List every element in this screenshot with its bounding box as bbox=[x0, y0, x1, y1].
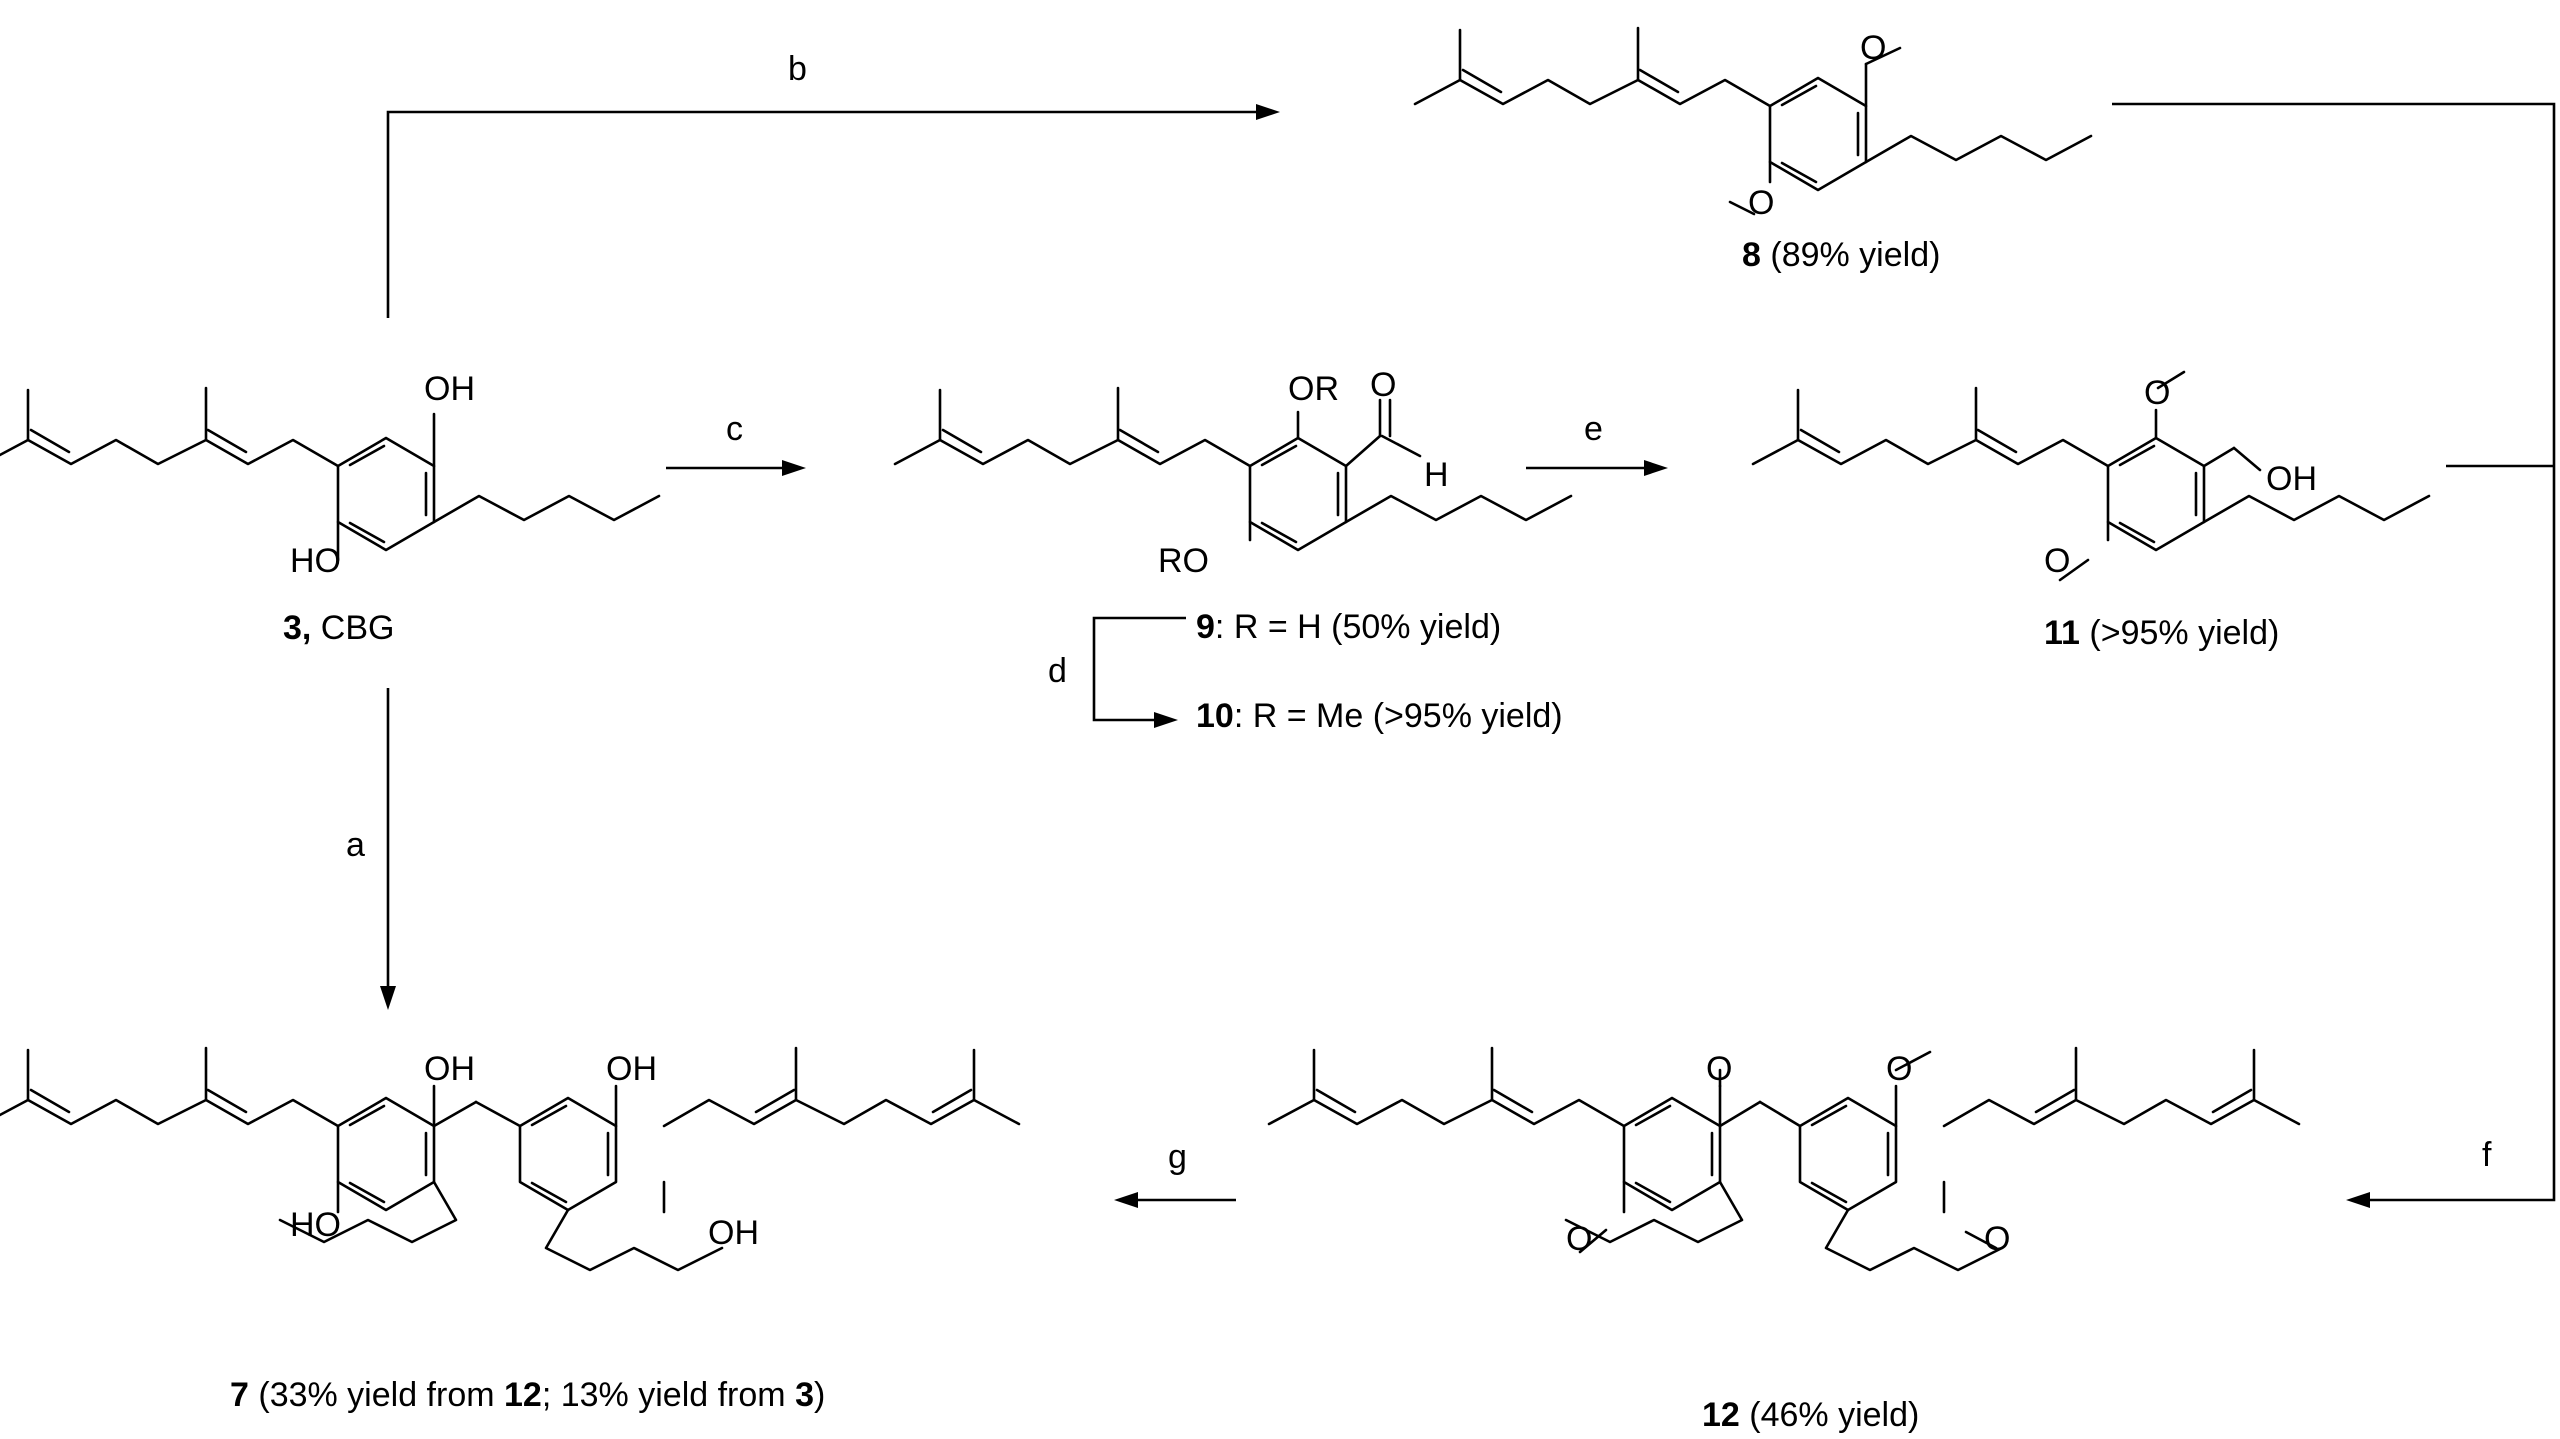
arrow-step-b: b bbox=[386, 50, 1280, 318]
label-compound-12: 12 (46% yield) bbox=[1702, 1396, 1919, 1434]
compound-7-structure: OH HO OH OH bbox=[0, 1046, 1021, 1272]
compound-12-structure: O O O O bbox=[1267, 1046, 2301, 1272]
atom-oh: OH bbox=[708, 1214, 759, 1252]
label-compound-10: 10: R = Me (>95% yield) bbox=[1196, 697, 1563, 735]
arrow-step-f: f bbox=[2112, 102, 2556, 1208]
compound-9-structure: OR O H RO bbox=[893, 366, 1573, 580]
arrow-step-a: a bbox=[346, 688, 396, 1010]
arrow-step-e: e bbox=[1526, 410, 1668, 476]
label-compound-7: 7 (33% yield from 12; 13% yield from 3) bbox=[230, 1376, 825, 1414]
step-label-f: f bbox=[2482, 1136, 2492, 1174]
arrow-step-d: d bbox=[1048, 616, 1186, 728]
compound-3-structure: OH HO bbox=[0, 370, 661, 580]
label-compound-8: 8 (89% yield) bbox=[1742, 236, 1940, 274]
atom-o: O bbox=[1886, 1050, 1912, 1088]
step-label-d: d bbox=[1048, 652, 1067, 690]
atom-o: O bbox=[1984, 1220, 2010, 1258]
atom-oh: OH bbox=[424, 1050, 475, 1088]
step-label-b: b bbox=[788, 50, 807, 88]
atom-h: H bbox=[1424, 456, 1449, 494]
atom-o: O bbox=[1706, 1050, 1732, 1088]
arrow-step-g: g bbox=[1114, 1138, 1236, 1208]
label-compound-11: 11 (>95% yield) bbox=[2044, 614, 2279, 652]
atom-o: O bbox=[1748, 184, 1774, 222]
atom-oh: OH bbox=[424, 370, 475, 408]
step-label-g: g bbox=[1168, 1138, 1187, 1176]
atom-o: O bbox=[2144, 374, 2170, 412]
compound-11-structure: O OH O bbox=[1751, 370, 2431, 582]
atom-o: O bbox=[1860, 29, 1886, 67]
atom-ho: HO bbox=[290, 542, 341, 580]
atom-o: O bbox=[1370, 366, 1396, 404]
step-label-e: e bbox=[1584, 410, 1603, 448]
compound-8-structure: O O bbox=[1413, 26, 2093, 222]
atom-ho: HO bbox=[290, 1206, 341, 1244]
arrow-step-c: c bbox=[666, 410, 806, 476]
atom-o: O bbox=[1566, 1220, 1592, 1258]
label-compound-3: 3, CBG bbox=[283, 609, 394, 647]
atom-oh: OH bbox=[606, 1050, 657, 1088]
atom-oh: OH bbox=[2266, 460, 2317, 498]
atom-o: O bbox=[2044, 542, 2070, 580]
step-label-c: c bbox=[726, 410, 743, 448]
atom-or: OR bbox=[1288, 370, 1339, 408]
atom-ro: RO bbox=[1158, 542, 1209, 580]
step-label-a: a bbox=[346, 826, 365, 864]
label-compound-9: 9: R = H (50% yield) bbox=[1196, 608, 1501, 646]
